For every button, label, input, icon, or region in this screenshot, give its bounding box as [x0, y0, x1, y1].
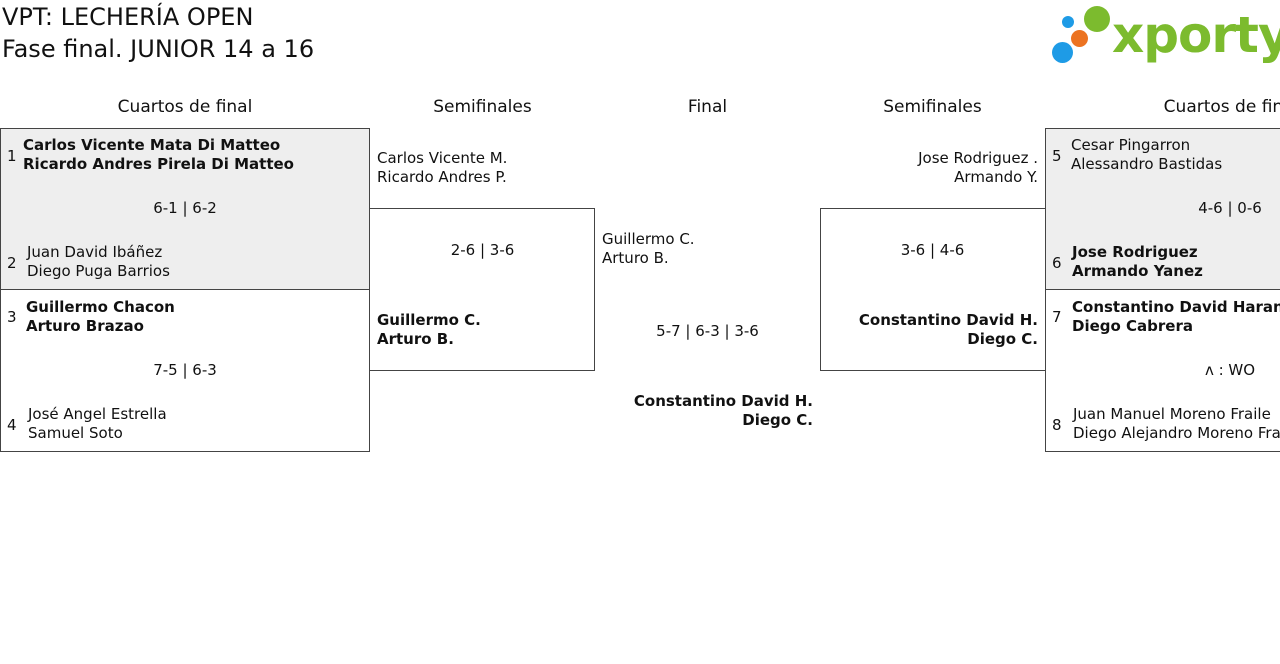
player-name: Carlos Vicente Mata Di Matteo	[23, 136, 281, 154]
player-name: Guillermo C.	[377, 311, 481, 329]
player-name: Jose Rodriguez	[1072, 243, 1198, 261]
right-quarterfinals: 5 Cesar Pingarron Alessandro Bastidas 4-…	[1045, 128, 1280, 458]
player-name: Armando Yanez	[1072, 262, 1203, 280]
match-sf1	[369, 208, 595, 371]
player-name: Diego Alejandro Moreno Fraile	[1073, 424, 1280, 442]
match-score: 5-7 | 6-3 | 3-6	[656, 322, 759, 340]
seed-number: 1	[7, 147, 17, 165]
player-name: Cesar Pingarron	[1071, 136, 1191, 154]
player-name: Arturo B.	[602, 249, 669, 267]
logo-text: xporty	[1112, 6, 1280, 64]
player-name: Constantino David Haranki	[1072, 298, 1280, 316]
player-name: Carlos Vicente M.	[377, 149, 508, 167]
match-score: 7-5 | 6-3	[153, 361, 217, 379]
player-name: Ricardo Andres Pirela Di Matteo	[23, 155, 294, 173]
player-name: Constantino David H.	[633, 392, 813, 410]
match-score: ʌ : WO	[1204, 361, 1256, 379]
match-qf3	[1045, 128, 1280, 290]
player-name: Juan David Ibáñez	[27, 243, 163, 261]
seed-number: 7	[1052, 308, 1062, 326]
match-score: 3-6 | 4-6	[900, 241, 965, 259]
logo-dot-icon	[1071, 30, 1088, 47]
round-heading-qf-left: Cuartos de final	[117, 97, 253, 117]
match-score: 4-6 | 0-6	[1198, 199, 1262, 217]
logo-dot-icon	[1062, 16, 1074, 28]
player-name: José Angel Estrella	[28, 405, 167, 423]
seed-number: 2	[7, 254, 17, 272]
player-name: Guillermo C.	[602, 230, 695, 248]
match-qf1	[0, 128, 370, 290]
seed-number: 3	[7, 308, 17, 326]
player-name: Alessandro Bastidas	[1071, 155, 1223, 173]
seed-number: 5	[1052, 147, 1062, 165]
xporty-logo[interactable]: xporty	[1050, 4, 1280, 68]
round-heading-sf-right: Semifinales	[883, 97, 982, 117]
player-name: Guillermo Chacon	[26, 298, 175, 316]
page-title: VPT: LECHERÍA OPEN	[2, 3, 254, 31]
round-heading-qf-right: Cuartos de final	[1163, 97, 1280, 117]
player-name: Diego C.	[967, 330, 1038, 348]
match-score: 2-6 | 3-6	[450, 241, 515, 259]
player-name: Diego Puga Barrios	[27, 262, 170, 280]
match-score: 6-1 | 6-2	[153, 199, 217, 217]
player-name: Arturo Brazao	[26, 317, 144, 335]
player-name: Arturo B.	[377, 330, 454, 348]
player-name: Diego Cabrera	[1072, 317, 1193, 335]
player-name: Diego C.	[742, 411, 813, 429]
player-name: Ricardo Andres P.	[377, 168, 507, 186]
logo-dot-icon	[1084, 6, 1110, 32]
page-subtitle: Fase final. JUNIOR 14 a 16	[2, 35, 315, 63]
round-heading-sf-left: Semifinales	[433, 97, 532, 117]
player-name: Juan Manuel Moreno Fraile	[1073, 405, 1271, 423]
round-heading-final: Final	[687, 97, 728, 117]
logo-dot-icon	[1052, 42, 1073, 63]
player-name: Jose Rodriguez .	[918, 149, 1038, 167]
seed-number: 4	[7, 416, 17, 434]
player-name: Armando Y.	[954, 168, 1038, 186]
player-name: Samuel Soto	[28, 424, 123, 442]
seed-number: 6	[1052, 254, 1062, 272]
seed-number: 8	[1052, 416, 1062, 434]
match-qf4	[1045, 289, 1280, 452]
player-name: Constantino David H.	[858, 311, 1038, 329]
